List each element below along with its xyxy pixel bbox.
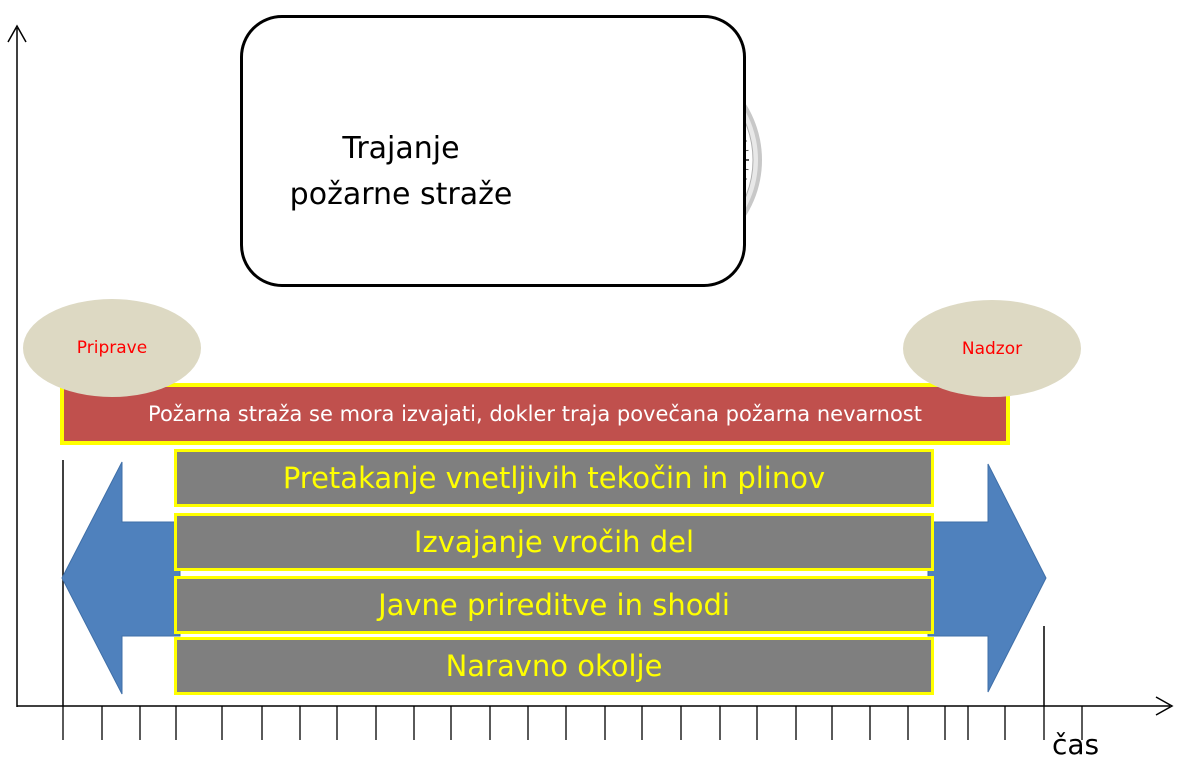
- y-axis-arrowhead: [7, 24, 27, 43]
- supervision-oval: Nadzor: [903, 300, 1081, 397]
- activity-hot-work: Izvajanje vročih del: [174, 513, 934, 571]
- title-line-2: požarne straže: [289, 177, 513, 212]
- title-line-1: Trajanje: [342, 131, 460, 166]
- title-box: [240, 15, 746, 287]
- x-axis-label: čas: [1052, 728, 1100, 761]
- x-axis-arrowhead: [1155, 696, 1174, 716]
- preparation-label: Priprave: [76, 338, 148, 358]
- fire-watch-banner: Požarna straža se mora izvajati, dokler …: [60, 383, 1010, 445]
- left-arrow-icon: [61, 461, 181, 695]
- x-axis-ticks: [62, 706, 1083, 740]
- right-arrow-icon: [927, 463, 1047, 693]
- preparation-oval: Priprave: [23, 299, 201, 397]
- supervision-label: Nadzor: [961, 338, 1023, 359]
- title-text: Trajanje požarne straže: [262, 126, 540, 218]
- activity-natural-environment: Naravno okolje: [174, 637, 934, 695]
- activity-flammable-transfer: Pretakanje vnetljivih tekočin in plinov: [174, 449, 934, 507]
- activity-public-events: Javne prireditve in shodi: [174, 576, 934, 634]
